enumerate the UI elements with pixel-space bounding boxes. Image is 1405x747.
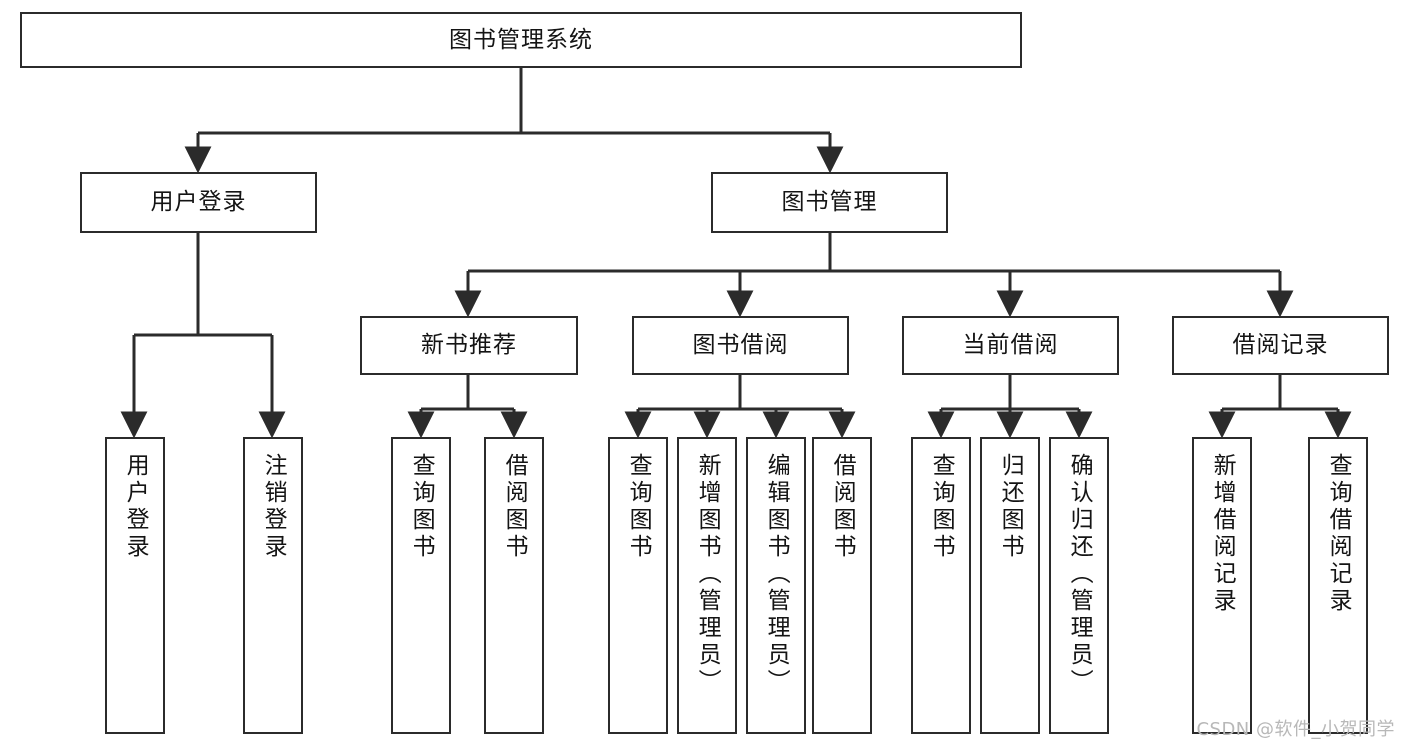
node-user-login[interactable]: 用户登录: [80, 172, 317, 233]
leaf-user-login-signout[interactable]: 注销登录: [243, 437, 303, 734]
node-current-borrow[interactable]: 当前借阅: [902, 316, 1119, 375]
leaf-book-borrow-query-label: 查询图书: [625, 453, 652, 561]
leaf-new-book-borrow-label: 借阅图书: [501, 453, 528, 561]
leaf-user-login-signout-label: 注销登录: [260, 453, 287, 561]
leaf-new-book-borrow[interactable]: 借阅图书: [484, 437, 544, 734]
node-book-management-label: 图书管理: [781, 189, 878, 216]
node-book-management[interactable]: 图书管理: [711, 172, 948, 233]
leaf-book-borrow-query[interactable]: 查询图书: [608, 437, 668, 734]
leaf-book-borrow-add[interactable]: 新增图书（管理员）: [677, 437, 737, 734]
leaf-user-login-signin-label: 用户登录: [122, 453, 149, 561]
leaf-current-borrow-query-label: 查询图书: [928, 453, 955, 561]
leaf-borrow-record-add[interactable]: 新增借阅记录: [1192, 437, 1252, 734]
node-new-book-recommend-label: 新书推荐: [421, 332, 517, 359]
node-root[interactable]: 图书管理系统: [20, 12, 1022, 68]
node-borrow-record[interactable]: 借阅记录: [1172, 316, 1389, 375]
node-user-login-label: 用户登录: [150, 189, 247, 216]
leaf-current-borrow-return-label: 归还图书: [997, 453, 1024, 561]
node-book-borrow[interactable]: 图书借阅: [632, 316, 849, 375]
node-current-borrow-label: 当前借阅: [962, 332, 1059, 359]
watermark: CSDN @软件_小贺同学: [1196, 719, 1395, 740]
leaf-user-login-signin[interactable]: 用户登录: [105, 437, 165, 734]
node-root-label: 图书管理系统: [449, 26, 593, 53]
node-book-borrow-label: 图书借阅: [692, 332, 789, 359]
leaf-book-borrow-lend[interactable]: 借阅图书: [812, 437, 872, 734]
leaf-current-borrow-return[interactable]: 归还图书: [980, 437, 1040, 734]
leaf-book-borrow-edit-label: 编辑图书（管理员）: [763, 453, 790, 696]
node-new-book-recommend[interactable]: 新书推荐: [360, 316, 578, 375]
leaf-current-borrow-confirm[interactable]: 确认归还（管理员）: [1049, 437, 1109, 734]
leaf-borrow-record-add-label: 新增借阅记录: [1209, 453, 1236, 615]
leaf-book-borrow-edit[interactable]: 编辑图书（管理员）: [746, 437, 806, 734]
leaf-book-borrow-add-label: 新增图书（管理员）: [694, 453, 721, 696]
leaf-new-book-query-label: 查询图书: [408, 453, 435, 561]
leaf-current-borrow-confirm-label: 确认归还（管理员）: [1066, 453, 1093, 696]
leaf-new-book-query[interactable]: 查询图书: [391, 437, 451, 734]
node-borrow-record-label: 借阅记录: [1232, 332, 1329, 359]
leaf-book-borrow-lend-label: 借阅图书: [829, 453, 856, 561]
leaf-borrow-record-query[interactable]: 查询借阅记录: [1308, 437, 1368, 734]
leaf-current-borrow-query[interactable]: 查询图书: [911, 437, 971, 734]
leaf-borrow-record-query-label: 查询借阅记录: [1325, 453, 1352, 615]
